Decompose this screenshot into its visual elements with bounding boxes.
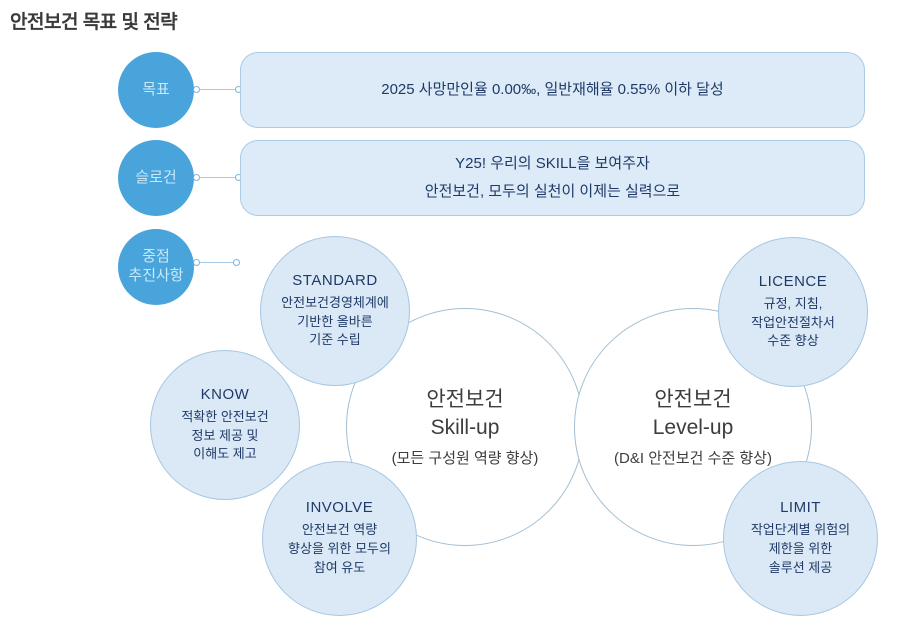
skill-up-title: 안전보건 Skill-up — [426, 387, 504, 439]
connector-dot — [233, 259, 240, 266]
goal-circle: 목표 — [118, 52, 194, 128]
standard-circle: STANDARD 안전보건경영체계에 기반한 올바른 기준 수립 — [260, 236, 410, 386]
standard-key: STANDARD — [292, 271, 378, 289]
standard-desc: 안전보건경영체계에 기반한 올바른 기준 수립 — [281, 294, 389, 348]
goal-label: 목표 — [142, 80, 170, 98]
initiatives-circle: 중점 추진사항 — [118, 229, 194, 305]
involve-desc: 안전보건 역량 향상을 위한 모두의 참여 유도 — [288, 522, 391, 575]
limit-key: LIMIT — [780, 499, 821, 517]
know-key: KNOW — [200, 385, 250, 403]
page-title: 안전보건 목표 및 전략 — [10, 12, 178, 33]
licence-key: LICENCE — [758, 272, 828, 290]
initiatives-connector-line — [196, 262, 236, 263]
licence-circle: LICENCE 규정, 지침, 작업안전절차서 수준 향상 — [718, 237, 868, 387]
connector-dot — [193, 259, 200, 266]
licence-desc: 규정, 지침, 작업안전절차서 수준 향상 — [751, 295, 835, 349]
involve-key: INVOLVE — [305, 499, 374, 517]
initiatives-label: 중점 추진사항 — [128, 248, 184, 284]
limit-desc: 작업단계별 위험의 제한을 위한 솔루션 제공 — [750, 522, 851, 575]
slogan-box: Y25! 우리의 SKILL을 보여주자 안전보건, 모두의 실천이 이제는 실… — [240, 140, 865, 216]
know-circle: KNOW 적확한 안전보건 정보 제공 및 이해도 제고 — [150, 350, 300, 500]
level-up-subtitle: (D&I 안전보건 수준 향상) — [614, 450, 772, 468]
connector-dot — [193, 174, 200, 181]
slogan-connector-line — [196, 177, 238, 178]
level-up-title: 안전보건 Level-up — [652, 387, 734, 439]
involve-circle: INVOLVE 안전보건 역량 향상을 위한 모두의 참여 유도 — [262, 461, 417, 616]
limit-circle: LIMIT 작업단계별 위험의 제한을 위한 솔루션 제공 — [723, 461, 878, 616]
slogan-text: Y25! 우리의 SKILL을 보여주자 안전보건, 모두의 실천이 이제는 실… — [424, 155, 681, 200]
slogan-circle: 슬로건 — [118, 140, 194, 216]
skill-up-subtitle: (모든 구성원 역량 향상) — [391, 450, 539, 468]
know-desc: 적확한 안전보건 정보 제공 및 이해도 제고 — [181, 408, 269, 462]
goal-box: 2025 사망만인율 0.00‰, 일반재해율 0.55% 이하 달성 — [240, 52, 865, 128]
goal-text: 2025 사망만인율 0.00‰, 일반재해율 0.55% 이하 달성 — [381, 81, 724, 99]
connector-dot — [193, 86, 200, 93]
slogan-label: 슬로건 — [135, 168, 177, 186]
goal-connector-line — [196, 89, 238, 90]
